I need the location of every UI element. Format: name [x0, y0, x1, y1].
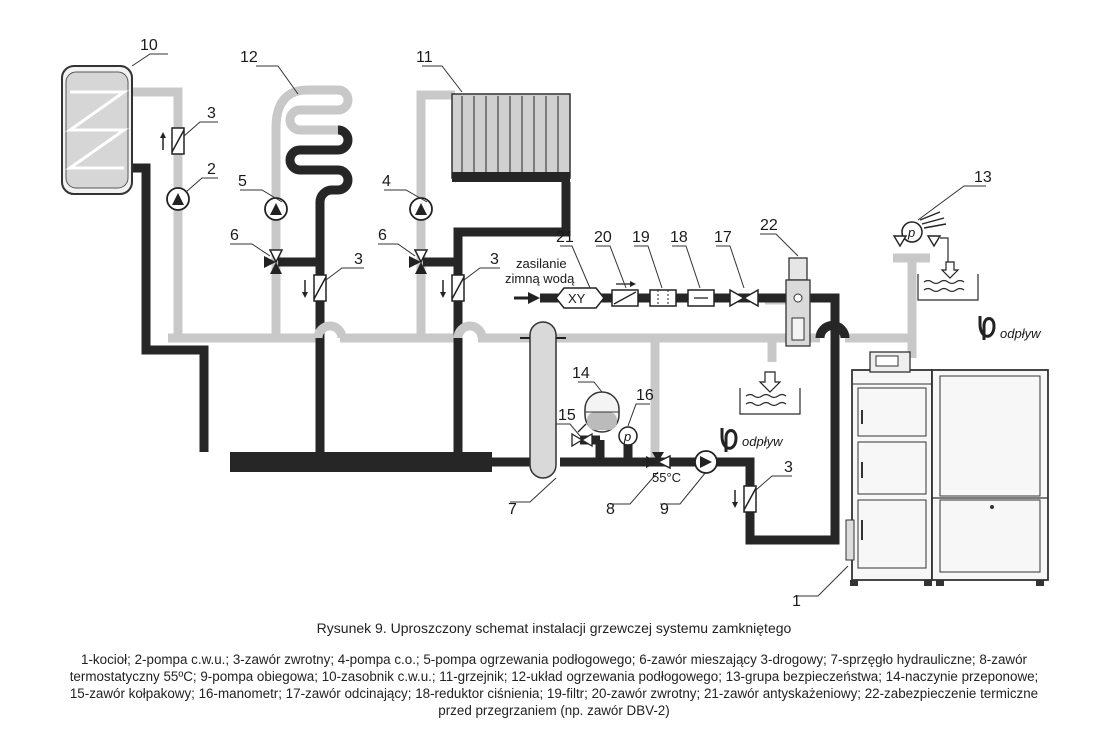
label-21: 21 — [556, 229, 574, 246]
mixing-valve-radiator — [409, 249, 429, 274]
antipollution-valve: XY — [555, 287, 605, 309]
label-15: 15 — [558, 407, 576, 424]
safety-group: p — [892, 211, 949, 268]
shutoff-valve — [729, 288, 759, 308]
component-number-labels: 10 3 2 5 4 6 6 3 3 12 11 7 8 9 3 1 15 14… — [140, 37, 992, 610]
label-16: 16 — [636, 387, 654, 404]
label-20: 20 — [594, 229, 612, 246]
main-header-pipe — [230, 452, 492, 472]
label-11: 11 — [416, 49, 433, 66]
cold-water-label-line2: zimną wodą — [505, 271, 575, 286]
pipe-crossings — [313, 321, 850, 339]
label-3: 3 — [207, 105, 216, 122]
pump-central-heating — [409, 197, 433, 221]
figure-legend: 1-kocioł; 2-pompa c.w.u.; 3-zawór zwrotn… — [69, 652, 1039, 718]
boiler — [845, 351, 1049, 586]
label-10: 10 — [140, 37, 158, 54]
label-3: 3 — [354, 251, 363, 268]
radiator — [451, 93, 571, 182]
label-2: 2 — [207, 161, 216, 178]
filter — [649, 289, 677, 307]
cold-water-label-line1: zasilanie — [516, 256, 567, 271]
check-valve-boiler-return — [732, 485, 757, 513]
label-6: 6 — [378, 227, 387, 244]
label-4: 4 — [382, 173, 391, 190]
cold-water-arrow — [514, 292, 540, 304]
thermostatic-valve — [646, 452, 671, 470]
drain-label-1: odpływ — [1000, 326, 1042, 341]
antipollution-valve-label: XY — [568, 291, 586, 306]
dhw-tank — [61, 65, 133, 195]
pump-circulation — [694, 450, 718, 474]
drain-outlet-icon-2 — [720, 428, 738, 452]
check-valve-floor — [302, 274, 327, 302]
label-13: 13 — [974, 169, 992, 186]
drain-label-2: odpływ — [742, 434, 784, 449]
figure-caption: Rysunek 9. Uproszczony schemat instalacj… — [316, 620, 792, 636]
cap-valve — [571, 423, 593, 448]
label-5: 5 — [238, 173, 247, 190]
drain-outlet-icon-1 — [978, 316, 996, 340]
pump-floor-heating — [264, 197, 288, 221]
expansion-vessel — [584, 391, 620, 433]
pressure-reducer — [687, 289, 715, 307]
label-12: 12 — [240, 49, 258, 66]
label-3: 3 — [784, 459, 793, 476]
label-14: 14 — [572, 365, 590, 382]
supply-pipes — [132, 125, 840, 545]
drain-basin-2 — [739, 371, 801, 415]
label-6: 6 — [230, 227, 239, 244]
label-17: 17 — [714, 229, 732, 246]
manometer-symbol: p — [623, 429, 631, 444]
check-valve-radiator — [440, 274, 465, 302]
label-22: 22 — [760, 217, 778, 234]
safety-group-symbol: p — [907, 225, 915, 240]
check-valve-cold-water — [611, 281, 639, 307]
label-3: 3 — [490, 251, 499, 268]
label-8: 8 — [606, 501, 615, 518]
pump-dhw — [166, 187, 190, 211]
leader-lines — [131, 53, 986, 597]
check-valve-dhw — [160, 127, 185, 155]
drain-basin-1 — [917, 261, 979, 301]
mixing-valve-floor — [264, 249, 284, 274]
label-9: 9 — [660, 501, 669, 518]
thermal-protection-valve — [785, 257, 811, 347]
thermostat-temperature: 55°C — [652, 470, 681, 485]
label-1: 1 — [792, 593, 801, 610]
label-18: 18 — [670, 229, 688, 246]
heating-system-diagram: p XY p — [61, 37, 1049, 610]
label-7: 7 — [508, 501, 517, 518]
label-19: 19 — [632, 229, 650, 246]
hydraulic-separator — [520, 321, 566, 479]
manometer: p — [618, 426, 638, 446]
